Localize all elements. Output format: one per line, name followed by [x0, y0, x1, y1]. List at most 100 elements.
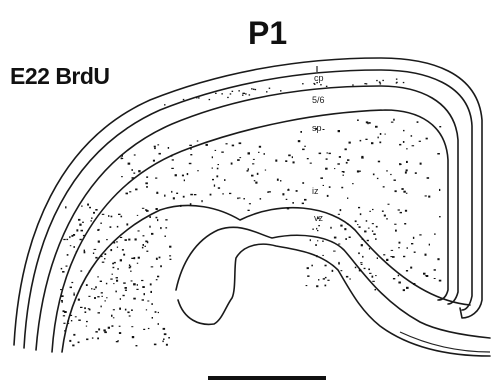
labeled-cell-dot [332, 270, 334, 272]
labeled-cell-dot [248, 168, 249, 170]
labeled-cell-dot [317, 217, 319, 219]
labeled-cell-dot [403, 289, 405, 291]
labeled-cell-dot [151, 303, 153, 305]
labeled-cell-dot [237, 159, 240, 161]
labeled-cell-dot [316, 228, 317, 230]
labeled-cell-dot [100, 223, 102, 224]
labeled-cell-dot [126, 223, 128, 225]
labeled-cell-dot [417, 121, 419, 123]
labeled-cell-dot [157, 276, 159, 278]
labeled-cell-dot [163, 339, 165, 340]
labeled-cell-dot [142, 286, 145, 288]
labeled-cell-dot [194, 194, 197, 195]
labeled-cell-dot [253, 89, 255, 90]
labeled-cell-dot [426, 138, 428, 140]
labeled-cell-dot [73, 294, 75, 296]
labeled-cell-dot [371, 142, 373, 144]
labeled-cell-dot [232, 145, 234, 147]
labeled-cell-dot [67, 321, 69, 322]
labeled-cell-dot [265, 170, 266, 171]
labeled-cell-dot [403, 256, 405, 257]
labeled-cell-dot [326, 158, 328, 159]
labeled-cell-dot [358, 252, 360, 254]
labeled-cell-dot [76, 251, 77, 252]
labeled-cell-dot [375, 238, 377, 240]
labeled-cell-dot [344, 228, 346, 230]
labeled-cell-dot [280, 90, 282, 91]
labeled-cell-dot [323, 185, 324, 186]
labeled-cell-dot [131, 309, 133, 311]
labeled-cell-dot [196, 97, 198, 98]
labeled-cell-dot [121, 158, 123, 160]
labeled-cell-dot [210, 194, 212, 196]
labeled-cell-dot [95, 257, 97, 259]
labeled-cell-dot [248, 210, 250, 211]
labeled-cell-dot [375, 289, 377, 290]
labeled-cell-dot [142, 299, 144, 300]
labeled-cell-dot [116, 341, 119, 342]
labeled-cell-dot [95, 286, 97, 288]
labeled-cell-dot [255, 89, 257, 90]
labeled-cell-dot [180, 205, 181, 207]
labeled-cell-dot [216, 175, 218, 177]
labeled-cell-dot [129, 315, 131, 316]
labeled-cell-dot [168, 147, 169, 149]
labeled-cell-dot [128, 239, 130, 241]
labeled-cell-dot [190, 194, 193, 196]
labeled-cell-dot [111, 315, 113, 317]
labeled-cell-dot [212, 156, 213, 158]
labeled-cell-dot [310, 239, 311, 241]
labeled-cell-dot [132, 177, 134, 179]
labeled-cell-dot [373, 233, 375, 235]
labeled-cell-dot [425, 254, 427, 256]
labeled-cell-dot [131, 326, 133, 327]
labeled-cell-dot [249, 203, 251, 204]
labeled-cell-dot [372, 209, 374, 210]
labeled-cell-dot [378, 161, 380, 163]
labeled-cell-dot [60, 289, 62, 290]
labeled-cell-dot [70, 245, 72, 246]
labeled-cell-dot [151, 233, 153, 235]
labeled-cell-dot [129, 267, 131, 269]
labeled-cell-dot [158, 323, 159, 325]
labeled-cell-dot [293, 161, 295, 163]
labeled-cell-dot [100, 281, 102, 282]
labeled-cell-dot [93, 253, 94, 255]
labeled-cell-dot [414, 252, 416, 253]
labeled-cell-dot [386, 259, 388, 261]
labeled-cell-dot [239, 142, 242, 144]
labeled-cell-dot [131, 169, 133, 171]
labeled-cell-dot [368, 269, 370, 271]
labeled-cell-dot [222, 193, 224, 194]
labeled-cell-dot [264, 153, 265, 155]
labeled-cell-dot [197, 170, 198, 171]
labeled-cell-dot [89, 207, 91, 209]
labeled-cell-dot [164, 195, 165, 197]
panel-label: E22 BrdU [10, 63, 110, 89]
labeled-cell-dot [91, 220, 92, 221]
labeled-cell-dot [403, 130, 405, 131]
labeled-cell-dot [369, 211, 371, 212]
labeled-cell-dot [326, 86, 328, 87]
labeled-cell-dot [169, 246, 171, 248]
labeled-cell-dot [322, 241, 324, 242]
labeled-cell-dot [341, 270, 343, 271]
labeled-cell-dot [162, 341, 163, 343]
labeled-cell-dot [215, 150, 217, 151]
labeled-cell-dot [399, 144, 401, 146]
labeled-cell-dot [307, 275, 309, 277]
labeled-cell-dot [355, 220, 357, 222]
labeled-cell-dot [76, 229, 78, 231]
labeled-cell-dot [346, 276, 348, 278]
labeled-cell-dot [364, 268, 366, 269]
labeled-cell-dot [86, 284, 88, 286]
labeled-cell-dot [329, 153, 331, 154]
labeled-cell-dot [156, 259, 157, 260]
labeled-cell-dot [403, 141, 405, 143]
labeled-cell-dot [292, 156, 293, 158]
layer-label-iz: iz [312, 186, 319, 196]
labeled-cell-dot [355, 267, 357, 269]
labeled-cell-dot [133, 173, 135, 174]
labeled-cell-dot [369, 122, 371, 124]
ventricular-zone-outline [62, 205, 470, 352]
